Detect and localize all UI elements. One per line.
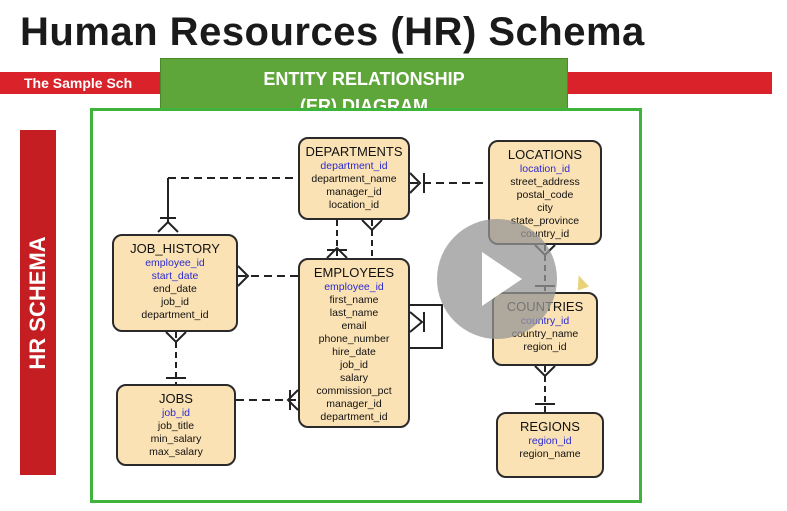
entity-attr: department_name bbox=[311, 173, 397, 185]
entity-attr: employee_id bbox=[324, 281, 384, 293]
entity-attr: region_id bbox=[523, 341, 567, 353]
entity-attr: hire_date bbox=[332, 346, 376, 358]
side-label-bar: HR SCHEMA bbox=[20, 130, 56, 475]
entity-attr: phone_number bbox=[318, 333, 390, 345]
entity-attr: job_id bbox=[161, 407, 191, 419]
entity-attr: employee_id bbox=[145, 257, 205, 269]
entity-attr: max_salary bbox=[149, 446, 203, 458]
entity-attr: state_province bbox=[510, 215, 580, 227]
entity-attr: region_id bbox=[528, 435, 572, 447]
entity-attr: department_id bbox=[141, 309, 209, 321]
entity-attr: last_name bbox=[329, 307, 379, 319]
entity-attr: department_id bbox=[320, 411, 388, 423]
page-title: Human Resources (HR) Schema bbox=[20, 10, 645, 54]
entity-regions: REGIONS region_id region_name bbox=[496, 412, 604, 478]
entity-departments: DEPARTMENTS department_id department_nam… bbox=[298, 137, 410, 220]
entity-attr: manager_id bbox=[326, 398, 382, 410]
entity-jobs: JOBS job_id job_title min_salary max_sal… bbox=[116, 384, 236, 466]
entity-attr: commission_pct bbox=[316, 385, 392, 397]
entity-name: REGIONS bbox=[520, 419, 580, 434]
entity-attr: street_address bbox=[510, 176, 580, 188]
entity-attr: job_title bbox=[157, 420, 195, 432]
entity-attr: location_id bbox=[519, 163, 571, 175]
entity-attr: location_id bbox=[328, 199, 380, 211]
entity-attr: job_id bbox=[339, 359, 369, 371]
entity-job-history: JOB_HISTORY employee_id start_date end_d… bbox=[112, 234, 238, 332]
entity-attr: email bbox=[341, 320, 367, 332]
entity-attr: job_id bbox=[160, 296, 190, 308]
entity-attr: city bbox=[537, 202, 553, 214]
entity-attr: start_date bbox=[151, 270, 199, 282]
play-button[interactable] bbox=[437, 219, 557, 339]
entity-name: JOBS bbox=[159, 391, 193, 406]
entity-employees: EMPLOYEES employee_id first_name last_na… bbox=[298, 258, 410, 428]
entity-attr: first_name bbox=[329, 294, 379, 306]
entity-attr: end_date bbox=[153, 283, 197, 295]
subtitle-text: The Sample Sch bbox=[24, 75, 133, 91]
entity-attr: country_name bbox=[511, 328, 579, 340]
entity-name: EMPLOYEES bbox=[313, 265, 395, 280]
entity-attr: min_salary bbox=[150, 433, 202, 445]
entity-attr: manager_id bbox=[326, 186, 382, 198]
entity-attr: department_id bbox=[320, 160, 388, 172]
play-icon bbox=[482, 252, 522, 306]
entity-name: DEPARTMENTS bbox=[305, 144, 403, 159]
entity-name: JOB_HISTORY bbox=[130, 241, 220, 256]
entity-attr: postal_code bbox=[516, 189, 574, 201]
entity-attr: region_name bbox=[519, 448, 581, 460]
entity-name: LOCATIONS bbox=[507, 147, 583, 162]
entity-attr: salary bbox=[339, 372, 368, 384]
banner-line-1: ENTITY RELATIONSHIP bbox=[263, 69, 465, 89]
